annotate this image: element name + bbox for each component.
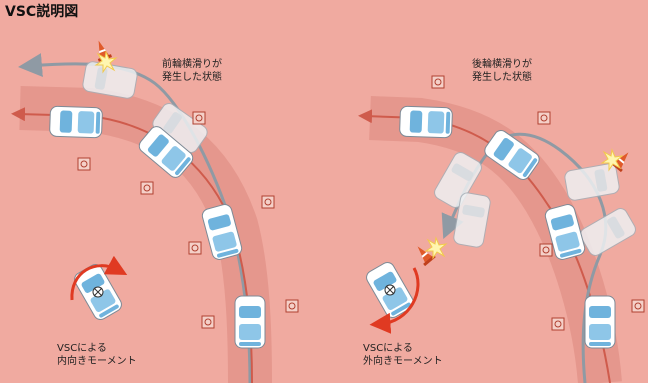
moment-arrow-icon — [369, 267, 420, 334]
left-panel — [11, 38, 299, 383]
left-car-4 — [48, 105, 104, 139]
diagram-title: VSC説明図 — [5, 4, 79, 20]
pylon-marker-icon — [539, 243, 553, 257]
pylon-marker-icon — [261, 195, 275, 209]
right-situation-label: 後輪横滑りが 発生した状態 — [472, 59, 532, 83]
pylon-marker-icon — [192, 111, 206, 125]
right-moment-car — [363, 259, 420, 334]
moment-arrow-icon — [70, 255, 128, 301]
pylon-marker-icon — [551, 317, 565, 331]
pylon-marker-icon — [77, 157, 91, 171]
pylon-marker-icon — [631, 299, 645, 313]
right-moment-label: VSCによる 外向きモーメント — [363, 343, 443, 367]
pylon-marker-icon — [140, 181, 154, 195]
right-car-1 — [584, 295, 616, 349]
pylon-marker-icon — [188, 241, 202, 255]
left-moment-label: VSCによる 内向きモーメント — [57, 343, 137, 367]
pylon-marker-icon — [431, 75, 445, 89]
right-ghost-car-3 — [563, 162, 621, 202]
right-panel — [358, 75, 645, 383]
pylon-marker-icon — [201, 315, 215, 329]
right-car-4 — [398, 105, 454, 139]
pylon-marker-icon — [537, 111, 551, 125]
left-car-1 — [234, 295, 266, 349]
left-moment-car — [70, 255, 128, 323]
pylon-marker-icon — [285, 299, 299, 313]
left-situation-label: 前輪横滑りが 発生した状態 — [162, 59, 222, 83]
